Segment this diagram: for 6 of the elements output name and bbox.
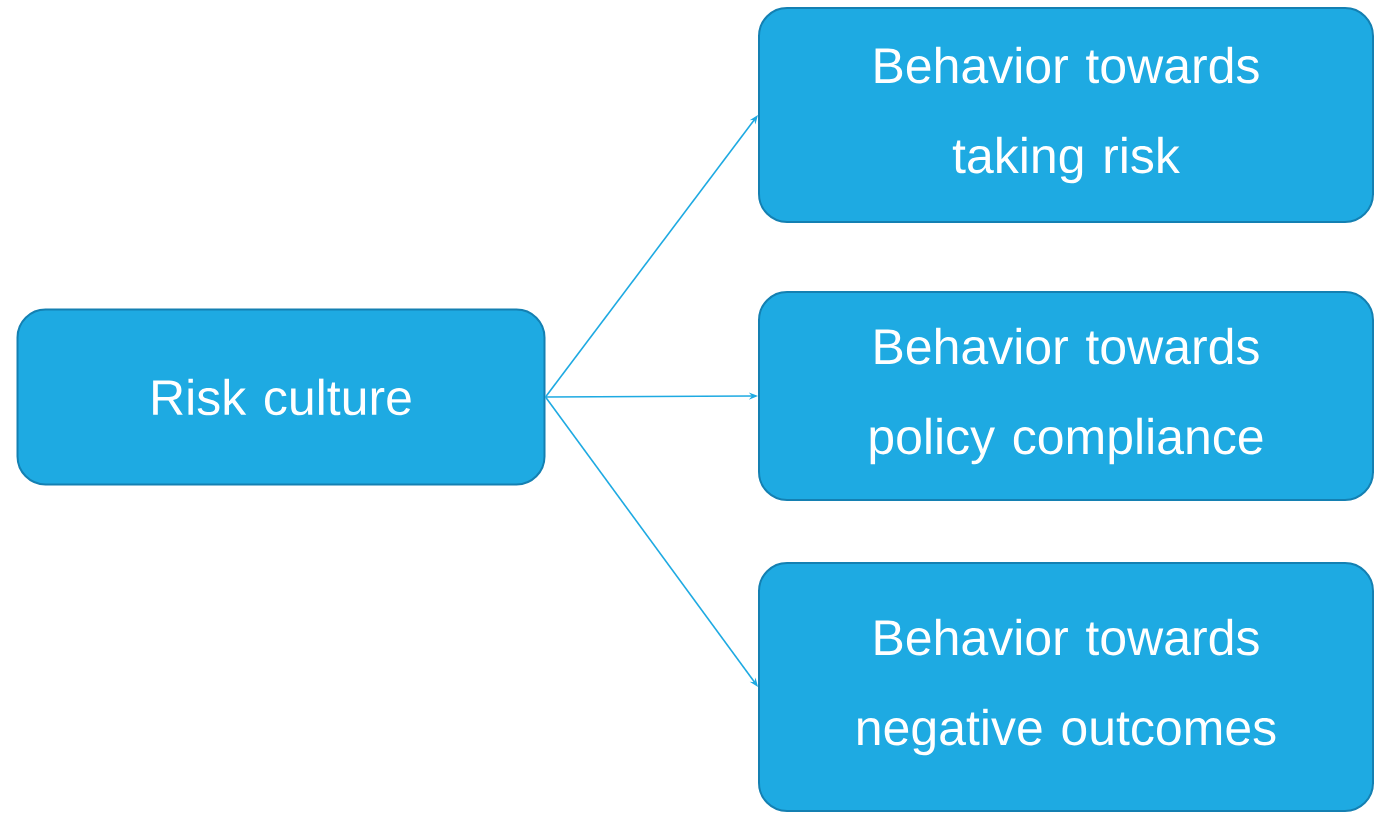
process-box: Behavior towards negative outcomes (758, 562, 1374, 812)
arrow (544, 115, 758, 398)
arrow (544, 396, 758, 687)
process-box: Behavior towards policy compliance (758, 291, 1374, 501)
process-box: Behavior towards taking risk (758, 7, 1374, 223)
process-box: Risk culture (16, 308, 546, 486)
